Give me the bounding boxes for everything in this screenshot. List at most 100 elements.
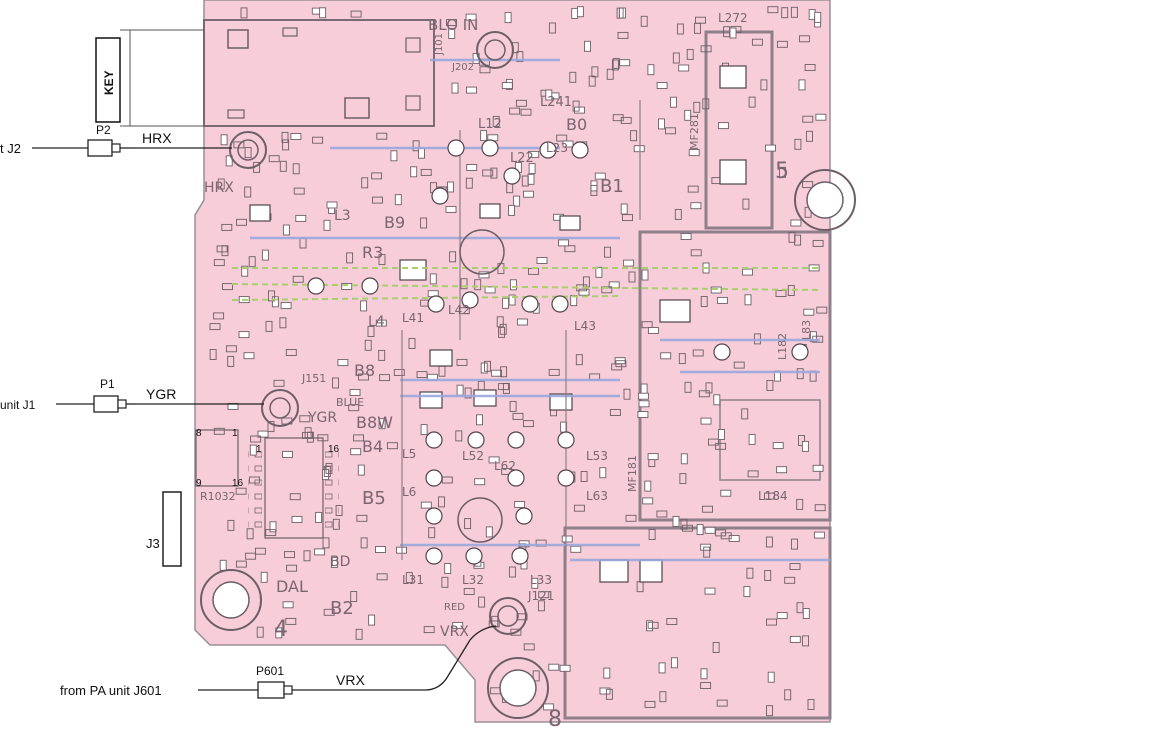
silk-b0: B0 bbox=[566, 115, 587, 134]
silk-b2: B2 bbox=[330, 598, 354, 619]
smd-part bbox=[238, 331, 250, 339]
smd-part bbox=[514, 501, 526, 508]
smd-part bbox=[306, 431, 314, 443]
smd-part bbox=[684, 109, 692, 121]
smd-part bbox=[501, 82, 513, 90]
smd-part bbox=[705, 382, 713, 394]
silk-l42: L42 bbox=[448, 303, 470, 317]
smd-part bbox=[584, 40, 591, 52]
cable-vrx bbox=[198, 625, 497, 699]
smd-part bbox=[781, 7, 789, 19]
smd-part bbox=[531, 577, 539, 589]
smd-part bbox=[633, 145, 645, 153]
smd-part bbox=[680, 453, 688, 465]
smd-part bbox=[603, 667, 611, 679]
smd-part bbox=[221, 223, 233, 231]
smd-part bbox=[245, 552, 257, 560]
smd-part bbox=[299, 415, 311, 423]
hrx-source-label: t J2 bbox=[0, 141, 21, 156]
smd-part bbox=[798, 79, 806, 91]
j3-connector bbox=[162, 491, 182, 567]
smd-part bbox=[713, 394, 721, 406]
smd-part bbox=[360, 300, 368, 312]
inductor-pad bbox=[467, 431, 485, 449]
smd-part bbox=[807, 699, 815, 710]
smd-part bbox=[356, 514, 368, 522]
smd-part bbox=[315, 511, 323, 523]
smd-part bbox=[766, 618, 777, 626]
smd-part bbox=[528, 163, 536, 175]
smd-part bbox=[680, 233, 692, 240]
smd-part bbox=[508, 566, 516, 578]
smd-part bbox=[405, 572, 413, 584]
smd-part bbox=[615, 360, 627, 368]
silk-l33: L33 bbox=[530, 573, 552, 587]
smd-part bbox=[686, 48, 694, 60]
smd-part bbox=[225, 345, 237, 353]
smd-part bbox=[246, 528, 254, 540]
smd-part bbox=[716, 699, 728, 707]
smd-part bbox=[441, 576, 449, 588]
silk-pin16: 16 bbox=[232, 478, 244, 489]
smd-part bbox=[748, 96, 756, 108]
inductor-pad bbox=[791, 343, 809, 361]
smd-part bbox=[806, 130, 813, 142]
smd-part bbox=[267, 421, 275, 433]
smd-part bbox=[640, 15, 648, 27]
smd-part bbox=[700, 417, 712, 425]
smd-part bbox=[364, 339, 372, 351]
silk-l4: L4 bbox=[368, 314, 385, 330]
smd-part bbox=[455, 430, 463, 442]
smd-part bbox=[764, 570, 772, 581]
smd-part bbox=[692, 349, 704, 357]
smd-part bbox=[209, 323, 221, 331]
smd-part bbox=[548, 663, 560, 671]
smd-part bbox=[244, 147, 252, 158]
smd-part bbox=[332, 518, 340, 530]
smd-part bbox=[622, 214, 633, 222]
trace-green bbox=[231, 295, 621, 301]
smd-part bbox=[642, 497, 654, 505]
pcb-traces bbox=[231, 58, 830, 562]
smd-part bbox=[464, 387, 472, 399]
smd-part bbox=[751, 38, 763, 46]
smd-part bbox=[678, 353, 686, 365]
smd-part bbox=[213, 259, 225, 267]
mounting-hole-5 bbox=[794, 169, 856, 231]
ic-chip bbox=[719, 65, 747, 89]
silk-pin8: 8 bbox=[196, 428, 202, 439]
smd-part bbox=[330, 556, 338, 568]
smd-part bbox=[456, 358, 468, 366]
smd-part bbox=[273, 379, 285, 387]
smd-part bbox=[244, 186, 252, 198]
inductor-pad bbox=[511, 547, 529, 565]
silk-b4: B4 bbox=[362, 437, 383, 456]
smd-part bbox=[700, 668, 708, 680]
smd-part bbox=[282, 224, 290, 236]
smd-part bbox=[289, 493, 301, 501]
smd-part bbox=[337, 359, 349, 367]
key-jack-slot-top bbox=[227, 29, 249, 49]
smd-part bbox=[452, 621, 464, 629]
smd-part bbox=[647, 327, 659, 334]
smd-part bbox=[386, 442, 398, 450]
smd-part bbox=[571, 7, 579, 19]
smd-part bbox=[578, 288, 590, 296]
smd-part bbox=[712, 642, 720, 653]
silk-l241: L241 bbox=[540, 95, 572, 110]
smd-part bbox=[488, 456, 500, 464]
smd-part bbox=[623, 259, 635, 267]
silk-b9: B9 bbox=[384, 213, 405, 232]
inductor-pad bbox=[481, 139, 499, 157]
silkscreen-labels: BLO IN L272 L241 J202 J101 L12 L22 L23 B… bbox=[146, 11, 813, 732]
smd-part bbox=[509, 107, 521, 115]
smd-part bbox=[222, 283, 233, 291]
smd-part bbox=[641, 321, 653, 329]
smd-part bbox=[492, 115, 500, 127]
ic-footprint-left bbox=[264, 437, 324, 539]
smd-part bbox=[265, 529, 277, 537]
smd-part bbox=[508, 294, 516, 306]
silk-r1032: R1032 bbox=[200, 490, 236, 503]
smd-part bbox=[235, 487, 247, 495]
smd-part bbox=[575, 354, 583, 366]
